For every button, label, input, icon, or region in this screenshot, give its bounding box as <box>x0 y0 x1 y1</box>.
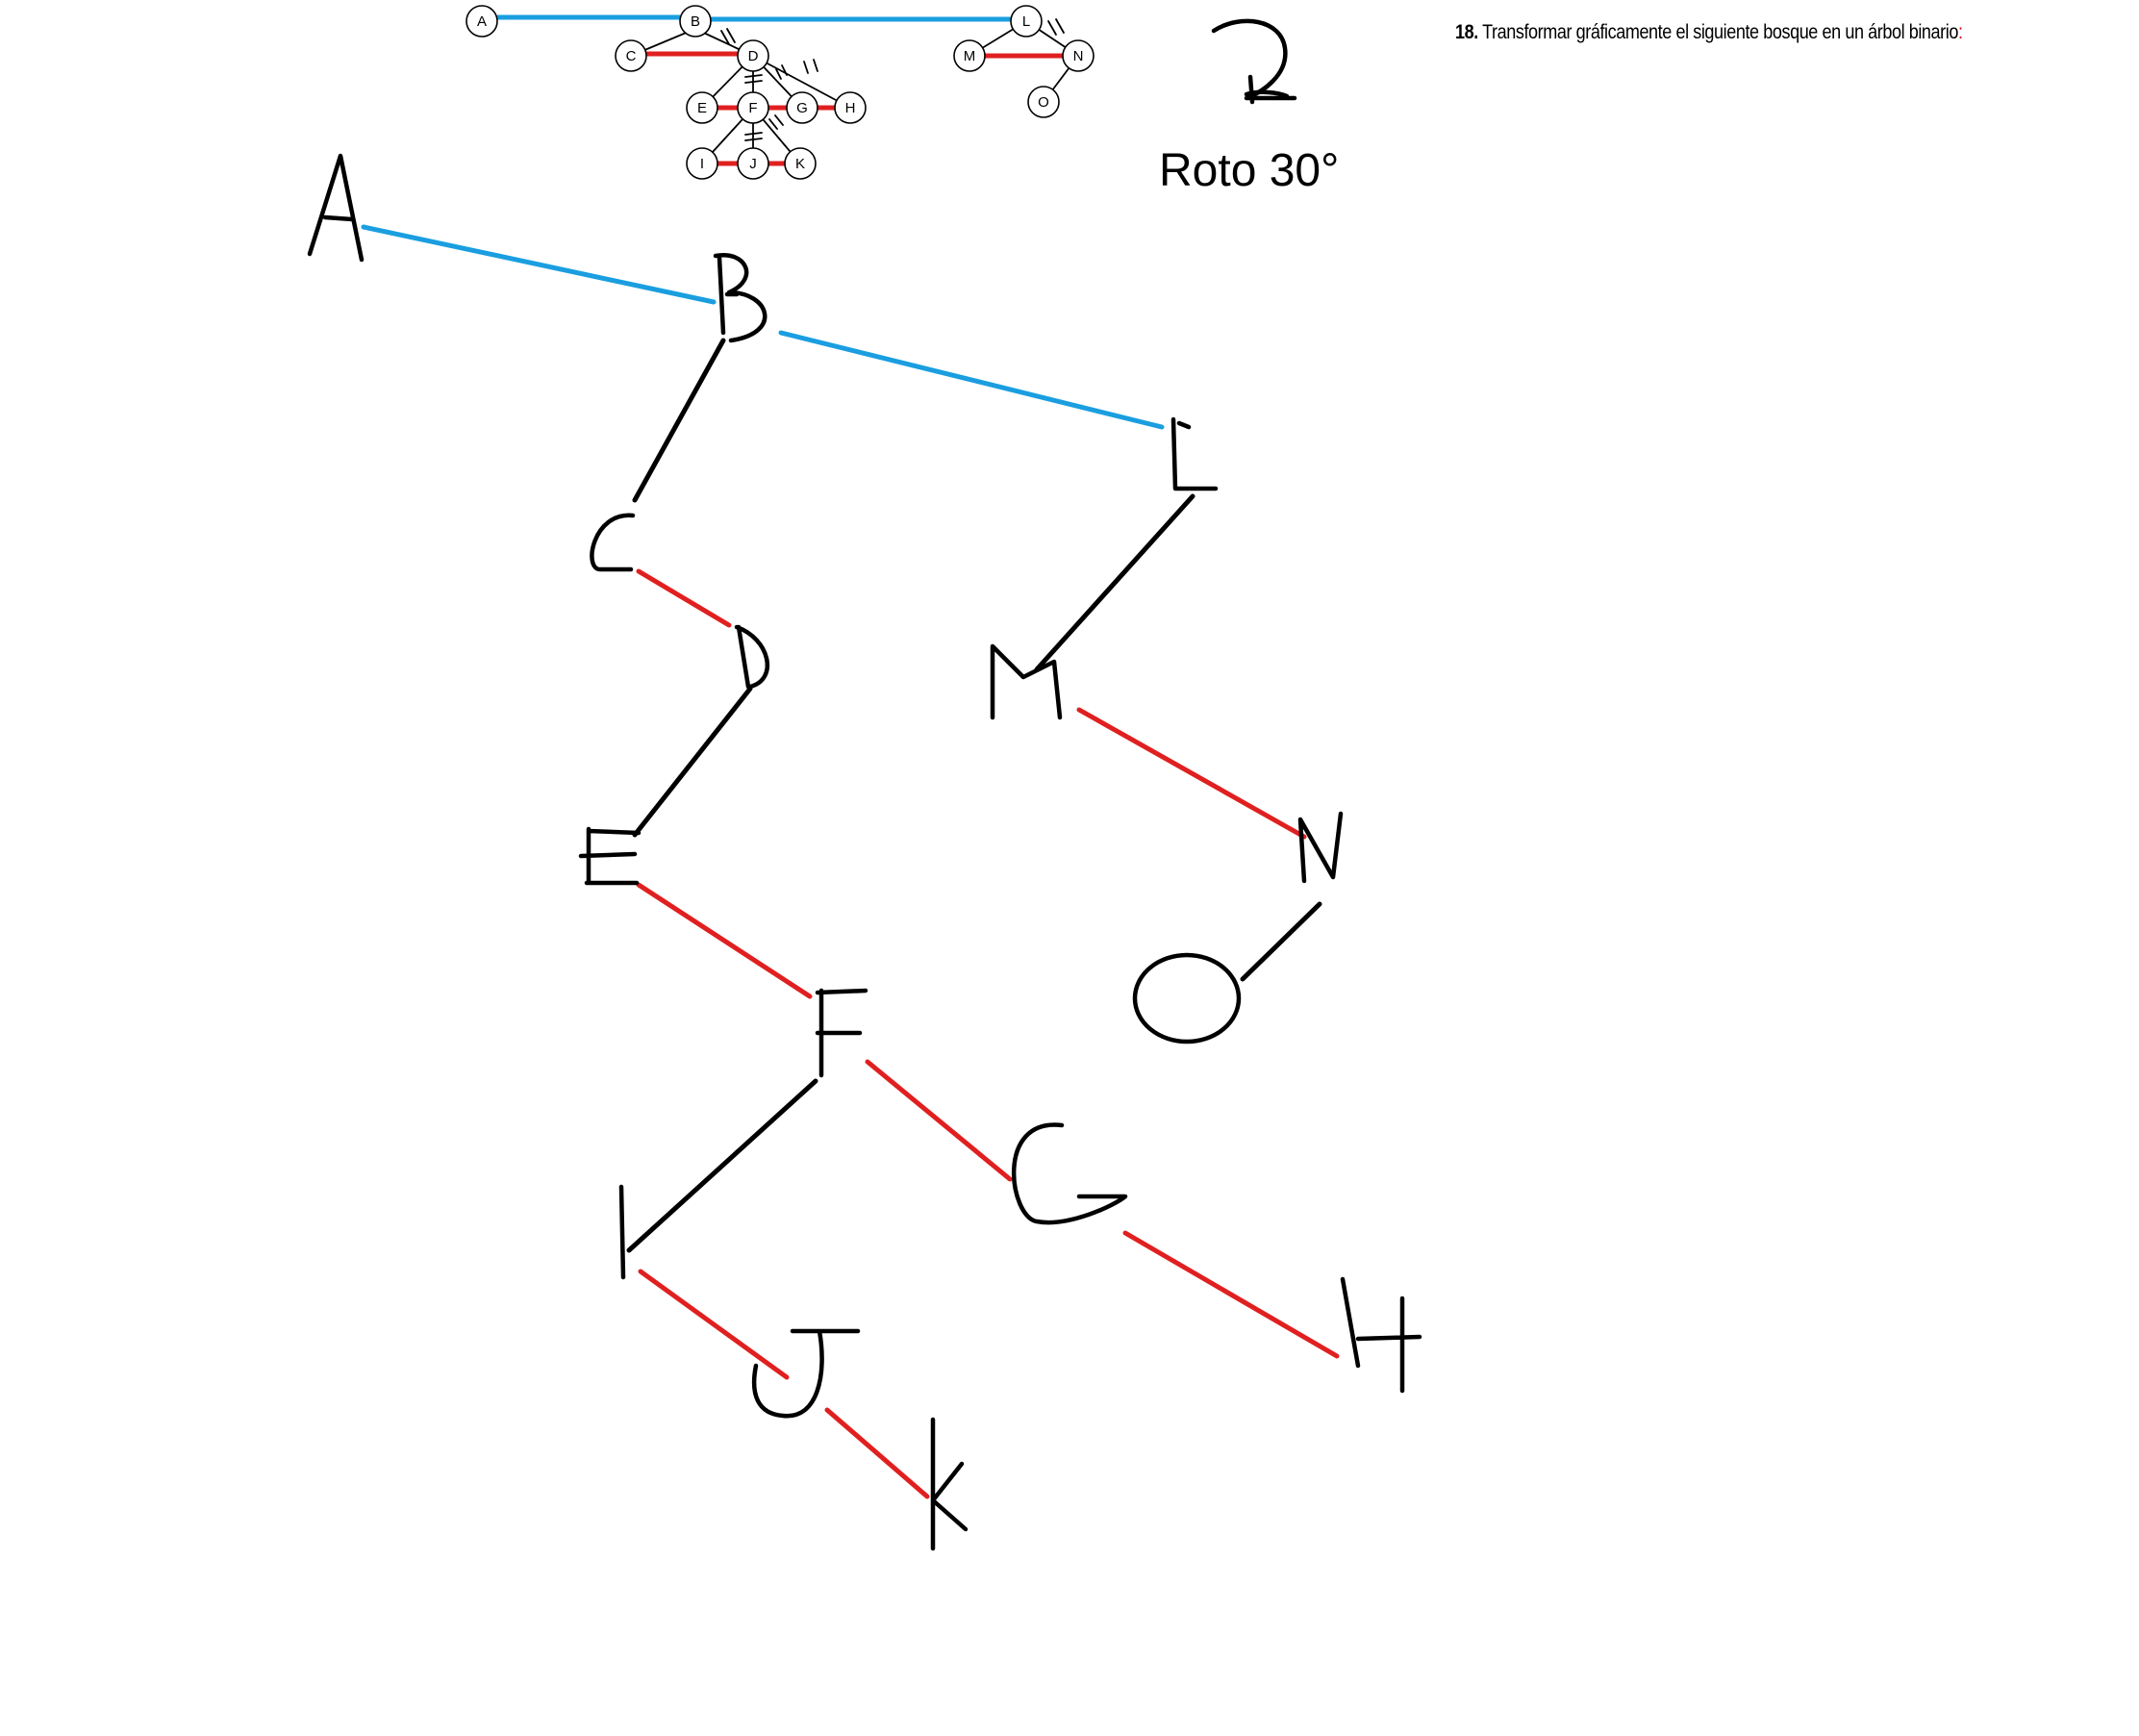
svg-text:O: O <box>1038 94 1049 111</box>
edge-l-m <box>1034 493 1195 672</box>
svg-text:C: C <box>626 48 637 64</box>
node-b <box>713 252 768 343</box>
node-n <box>1297 811 1344 884</box>
node-f <box>815 988 868 1078</box>
forest-node-b: B <box>679 5 712 38</box>
forest-node-i: I <box>686 147 718 180</box>
svg-text:D: D <box>748 48 759 64</box>
forest-nodes: A B C D E F G H I J K L M N O <box>466 5 1095 180</box>
node-d <box>734 624 769 690</box>
rotation-annotation: Roto 30° <box>1159 145 1340 196</box>
forest-node-m: M <box>953 39 986 72</box>
edge-d-e <box>632 686 753 838</box>
node-m <box>990 643 1063 720</box>
forest-node-l: L <box>1010 5 1043 38</box>
svg-text:K: K <box>795 156 805 172</box>
forest-node-a: A <box>466 5 498 38</box>
exercise-colon: : <box>1957 21 1963 43</box>
forest-node-e: E <box>686 91 718 124</box>
node-g <box>1011 1122 1128 1225</box>
svg-text:F: F <box>748 100 757 116</box>
edge-b-l <box>778 330 1165 430</box>
exercise-number: 18. <box>1455 21 1478 43</box>
svg-text:G: G <box>796 100 808 116</box>
svg-text:J: J <box>749 156 757 172</box>
edge-m-n <box>1076 707 1307 840</box>
forest-diagram: A B C D E F G H I J K L M N O <box>466 5 1095 180</box>
edge-j-k <box>824 1407 930 1499</box>
edge-i-j <box>638 1269 790 1380</box>
node-l <box>1170 416 1219 491</box>
svg-text:A: A <box>477 13 487 30</box>
edge-b-c <box>632 338 726 503</box>
svg-text:B: B <box>691 13 700 30</box>
node-i <box>618 1184 626 1280</box>
edge-c-d <box>636 568 732 628</box>
edge-a-b <box>361 224 717 305</box>
node-a <box>307 153 365 263</box>
node-j <box>751 1328 861 1419</box>
svg-text:H: H <box>845 100 856 116</box>
node-h <box>1340 1276 1422 1394</box>
forest-node-d: D <box>737 39 769 72</box>
svg-text:E: E <box>697 100 707 116</box>
forest-node-o: O <box>1027 86 1060 118</box>
rotation-arrow-icon <box>1211 18 1297 105</box>
binary-tree-edges <box>361 224 1340 1499</box>
forest-node-j: J <box>737 147 769 180</box>
forest-node-g: G <box>786 91 818 124</box>
forest-link-d-h <box>752 55 851 109</box>
node-e <box>578 826 642 886</box>
edge-n-o <box>1240 901 1322 982</box>
forest-node-n: N <box>1062 39 1095 72</box>
edge-f-i <box>626 1078 818 1253</box>
edge-g-h <box>1122 1230 1340 1359</box>
forest-node-c: C <box>615 39 647 72</box>
node-k <box>930 1417 969 1551</box>
svg-text:L: L <box>1022 13 1030 30</box>
exercise-text: Transformar gráficamente el siguiente bo… <box>1482 21 1958 43</box>
node-c <box>590 513 636 572</box>
svg-text:N: N <box>1073 48 1084 64</box>
forest-node-f: F <box>737 91 769 124</box>
edge-e-f <box>636 882 813 999</box>
exercise-statement: 18. Transformar gráficamente el siguient… <box>1455 21 1963 44</box>
forest-strike-marks <box>720 18 1065 141</box>
edge-f-g <box>865 1059 1013 1182</box>
forest-sibling-links <box>497 14 1063 166</box>
svg-text:M: M <box>964 48 976 64</box>
forest-node-k: K <box>784 147 817 180</box>
node-o <box>1132 952 1242 1044</box>
svg-text:I: I <box>700 156 704 172</box>
binary-tree-nodes <box>307 153 1422 1551</box>
forest-node-h: H <box>834 91 867 124</box>
